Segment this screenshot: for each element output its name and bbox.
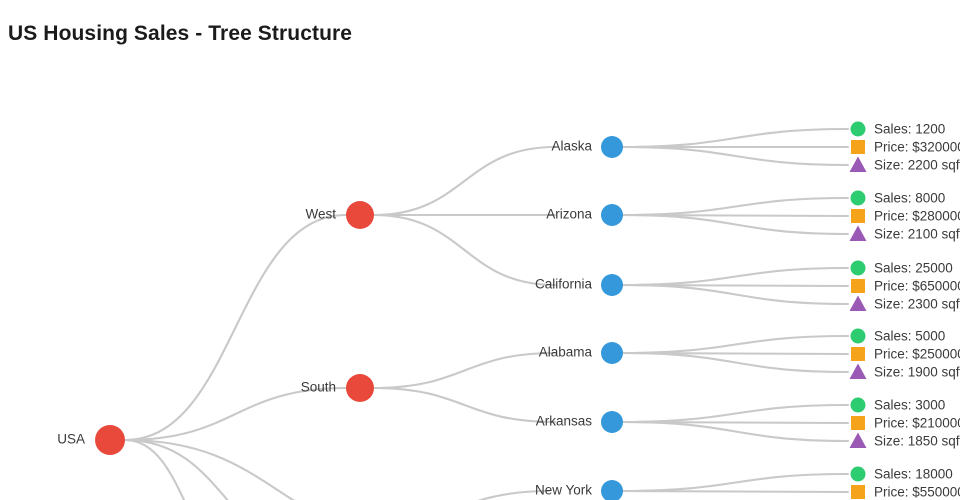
leaf-label-alabama-size: Size: 1900 sqft bbox=[874, 365, 960, 380]
leaf-label-alaska-price: Price: $320000 bbox=[874, 140, 960, 155]
leaf-label-alaska-size: Size: 2200 sqft bbox=[874, 158, 960, 173]
leaf-label-california-sales: Sales: 25000 bbox=[874, 261, 953, 276]
edges-layer bbox=[123, 127, 850, 500]
edge-usa-to-offscreen-region-2 bbox=[123, 438, 229, 500]
edge-usa-to-south bbox=[123, 386, 348, 442]
leaf-label-alaska-sales: Sales: 1200 bbox=[874, 122, 945, 137]
edge-arkansas-to-sales bbox=[621, 403, 850, 424]
leaf-label-arizona-sales: Sales: 8000 bbox=[874, 191, 945, 206]
edge-alabama-to-sales bbox=[621, 334, 850, 355]
leaf-marker-square-alaska-price[interactable] bbox=[851, 140, 865, 154]
leaf-marker-circle-california-sales[interactable] bbox=[850, 260, 866, 276]
root-label-usa: USA bbox=[57, 432, 85, 447]
edge-south-to-arkansas bbox=[372, 386, 557, 424]
leaf-marker-circle-arizona-sales[interactable] bbox=[850, 190, 866, 206]
state-label-california: California bbox=[535, 277, 593, 292]
leaf-marker-triangle-alaska-size[interactable] bbox=[849, 156, 867, 173]
leaf-marker-circle-alaska-sales[interactable] bbox=[850, 121, 866, 137]
state-node-alabama[interactable] bbox=[601, 342, 623, 364]
leaf-marker-circle-new-york-sales[interactable] bbox=[850, 466, 866, 482]
state-node-alaska[interactable] bbox=[601, 136, 623, 158]
region-label-west: West bbox=[305, 207, 336, 222]
state-label-alaska: Alaska bbox=[551, 139, 592, 154]
edge-arkansas-to-size bbox=[621, 420, 850, 443]
leaf-marker-square-new-york-price[interactable] bbox=[851, 485, 865, 499]
state-label-arkansas: Arkansas bbox=[536, 414, 593, 429]
leaf-marker-square-arizona-price[interactable] bbox=[851, 209, 865, 223]
edge-arizona-to-sales bbox=[621, 196, 850, 217]
leaf-marker-triangle-arizona-size[interactable] bbox=[849, 225, 867, 242]
leaf-label-arkansas-sales: Sales: 3000 bbox=[874, 398, 945, 413]
edge-new-york-to-sales bbox=[621, 472, 850, 493]
leaf-marker-triangle-california-size[interactable] bbox=[849, 295, 867, 312]
leaf-marker-triangle-alabama-size[interactable] bbox=[849, 363, 867, 380]
edge-offscreen-region-to-new-york bbox=[477, 489, 551, 500]
state-node-arkansas[interactable] bbox=[601, 411, 623, 433]
state-label-arizona: Arizona bbox=[546, 207, 592, 222]
leaf-label-california-size: Size: 2300 sqft bbox=[874, 297, 960, 312]
edge-west-to-alaska bbox=[372, 145, 557, 217]
edge-arizona-to-size bbox=[621, 213, 850, 236]
edge-california-to-size bbox=[621, 283, 850, 306]
leaf-label-arizona-price: Price: $280000 bbox=[874, 209, 960, 224]
edge-alabama-to-size bbox=[621, 351, 850, 374]
state-node-new-york[interactable] bbox=[601, 480, 623, 500]
edge-new-york-to-price bbox=[621, 489, 850, 494]
page-title: US Housing Sales - Tree Structure bbox=[8, 22, 353, 45]
leaf-label-alabama-price: Price: $250000 bbox=[874, 347, 960, 362]
state-node-arizona[interactable] bbox=[601, 204, 623, 226]
root-node-usa[interactable] bbox=[95, 425, 125, 455]
edge-usa-to-offscreen-region-3 bbox=[123, 438, 186, 500]
region-node-south[interactable] bbox=[346, 374, 374, 402]
edge-south-to-alabama bbox=[372, 351, 557, 390]
leaf-label-new-york-sales: Sales: 18000 bbox=[874, 467, 953, 482]
leaf-label-arkansas-price: Price: $210000 bbox=[874, 416, 960, 431]
leaf-marker-square-california-price[interactable] bbox=[851, 279, 865, 293]
leaf-label-alabama-sales: Sales: 5000 bbox=[874, 329, 945, 344]
leaf-label-new-york-price: Price: $550000 bbox=[874, 485, 960, 500]
state-label-new-york: New York bbox=[535, 483, 592, 498]
leaf-label-california-price: Price: $650000 bbox=[874, 279, 960, 294]
leaf-marker-square-arkansas-price[interactable] bbox=[851, 416, 865, 430]
edge-west-to-california bbox=[372, 213, 557, 287]
leaf-marker-triangle-arkansas-size[interactable] bbox=[849, 432, 867, 449]
leaf-marker-circle-arkansas-sales[interactable] bbox=[850, 397, 866, 413]
edge-usa-to-offscreen-region-1 bbox=[123, 438, 295, 500]
region-label-south: South bbox=[301, 380, 336, 395]
leaf-marker-square-alabama-price[interactable] bbox=[851, 347, 865, 361]
state-node-california[interactable] bbox=[601, 274, 623, 296]
leaf-label-arkansas-size: Size: 1850 sqft bbox=[874, 434, 960, 449]
edge-alaska-to-size bbox=[621, 145, 850, 167]
edge-california-to-sales bbox=[621, 266, 850, 287]
region-node-west[interactable] bbox=[346, 201, 374, 229]
leaf-marker-circle-alabama-sales[interactable] bbox=[850, 328, 866, 344]
state-label-alabama: Alabama bbox=[539, 345, 593, 360]
edge-usa-to-west bbox=[123, 213, 348, 442]
edge-alaska-to-sales bbox=[621, 127, 850, 149]
leaf-label-arizona-size: Size: 2100 sqft bbox=[874, 227, 960, 242]
